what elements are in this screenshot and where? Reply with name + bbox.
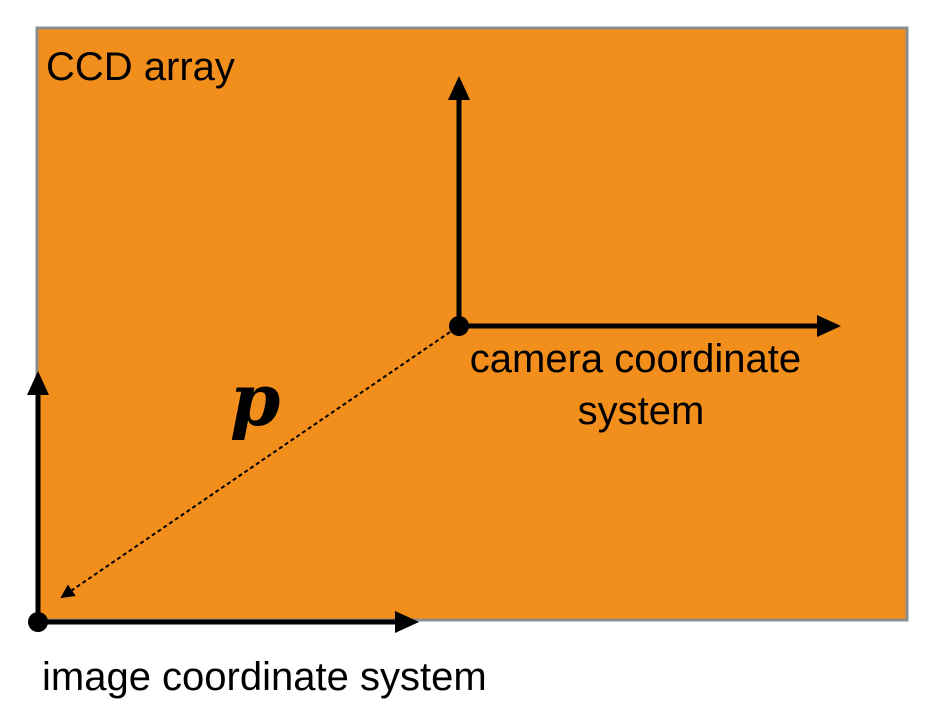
image-origin-dot-icon — [28, 612, 48, 632]
camera-y-arrowhead-icon — [448, 76, 470, 100]
camera-label-line2: system — [578, 389, 705, 433]
image-coordinate-axes — [27, 371, 419, 633]
image-x-arrowhead-icon — [395, 611, 419, 633]
camera-coordinate-label: camera coordinate system — [470, 337, 812, 433]
camera-origin-dot-icon — [449, 316, 469, 336]
camera-coordinate-axes — [448, 76, 841, 337]
camera-label-line1: camera coordinate — [470, 337, 801, 381]
vector-p-label: p — [230, 357, 280, 442]
ccd-array-label: CCD array — [46, 45, 235, 89]
image-y-arrowhead-icon — [27, 371, 49, 395]
image-coordinate-label: image coordinate system — [42, 655, 487, 699]
vector-p-dashed-line — [60, 331, 451, 599]
camera-x-arrowhead-icon — [817, 315, 841, 337]
